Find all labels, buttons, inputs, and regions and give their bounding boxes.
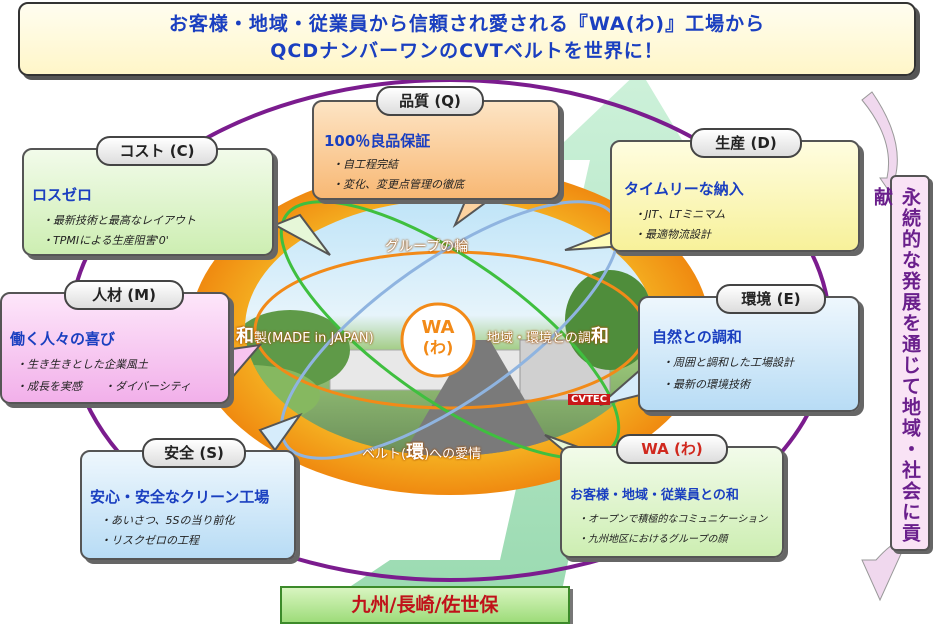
ring-label-bottom: ベルト(環)への愛情 [362,442,482,463]
delivery-item-1: ・JIT、LTミニマム [634,208,726,221]
environment-tab: 環境 (E) [716,284,826,314]
wa-title: WA [421,317,455,338]
side-label: 永続的な発展を通じて地域・社会に貢献 [871,175,930,551]
people-item-2: ・成長を実感 ・ダイバーシティ [16,380,191,393]
cost-heading: ロスゼロ [32,186,93,204]
environment-item-1: ・周囲と調和した工場設計 [662,356,794,369]
safety-item-1: ・あいさつ、5Sの当り前化 [100,514,235,527]
wa-subtitle: (わ) [422,338,454,357]
delivery-box: タイムリーな納入 ・JIT、LTミニマム ・最適物流設計 [610,140,860,252]
environment-heading: 自然との調和 [652,328,742,346]
banner-line-1: お客様・地域・従業員から信頼され愛される『WA(わ)』工場から [168,13,766,35]
people-tab: 人材 (M) [64,280,184,310]
delivery-item-2: ・最適物流設計 [634,228,711,241]
wa-center: WA (わ) [402,318,474,358]
wa-item-1: ・オープンで積極的なコミュニケーション [578,514,768,525]
cost-tab: コスト (C) [96,136,218,166]
quality-item-2: ・変化、変更点管理の徹底 [332,178,464,191]
wa-tab: WA (わ) [616,434,728,464]
environment-box: 自然との調和 ・周囲と調和した工場設計 ・最新の環境技術 [638,296,860,412]
wa-item-2: ・九州地区におけるグループの顔 [578,534,728,545]
factory-sign: CVTEC [568,394,611,405]
people-item-1: ・生き生きとした企業風土 [16,358,148,371]
cost-item-2: ・TPMIによる生産阻害'0' [42,234,169,247]
safety-box: 安心・安全なクリーン工場 ・あいさつ、5Sの当り前化 ・リスクゼロの工程 [80,450,296,560]
left-ring-text: 製(MADE in JAPAN) [254,331,374,346]
delivery-heading: タイムリーな納入 [624,180,744,198]
wa-box: お客様・地域・従業員との和 ・オープンで積極的なコミュニケーション ・九州地区に… [560,446,784,558]
banner-line-2: QCDナンバーワンのCVTベルトを世界に！ [270,40,664,62]
delivery-tab: 生産 (D) [690,128,802,158]
safety-item-2: ・リスクゼロの工程 [100,534,199,547]
right-char: 和 [590,326,609,347]
people-box: 働く人々の喜び ・生き生きとした企業風土 ・成長を実感 ・ダイバーシティ [0,292,230,404]
quality-box: 100％良品保証 ・自工程完結 ・変化、変更点管理の徹底 [312,100,560,200]
side-arrow [861,91,906,202]
wa-circle [400,302,476,378]
right-ring-text: 地域・環境との調 [487,331,591,346]
quality-tab: 品質 (Q) [376,86,484,116]
safety-heading: 安心・安全なクリーン工場 [90,488,270,506]
side-label-text: 永続的な発展を通じて地域・社会に貢献 [871,187,921,544]
left-char: 和 [236,326,254,347]
cost-box: ロスゼロ ・最新技術と最高なレイアウト ・TPMIによる生産阻害'0' [22,148,274,256]
cost-item-1: ・最新技術と最高なレイアウト [42,214,196,227]
ring-label-top: グループの輪 [385,239,469,255]
safety-tab: 安全 (S) [142,438,246,468]
wa-heading: お客様・地域・従業員との和 [570,488,739,503]
environment-item-2: ・最新の環境技術 [662,378,750,391]
people-heading: 働く人々の喜び [10,330,116,348]
ring-label-right: 地域・環境との調和 [487,322,609,348]
ring-green [279,200,621,460]
mission-banner: お客様・地域・従業員から信頼され愛される『WA(わ)』工場から QCDナンバーワ… [18,2,916,76]
quality-heading: 100％良品保証 [324,132,431,150]
bottom-char: 環 [406,442,425,463]
quality-item-1: ・自工程完結 [332,158,398,171]
location-label: 九州/長崎/佐世保 [280,586,570,624]
ring-label-left: 和製(MADE in JAPAN) [236,322,374,348]
